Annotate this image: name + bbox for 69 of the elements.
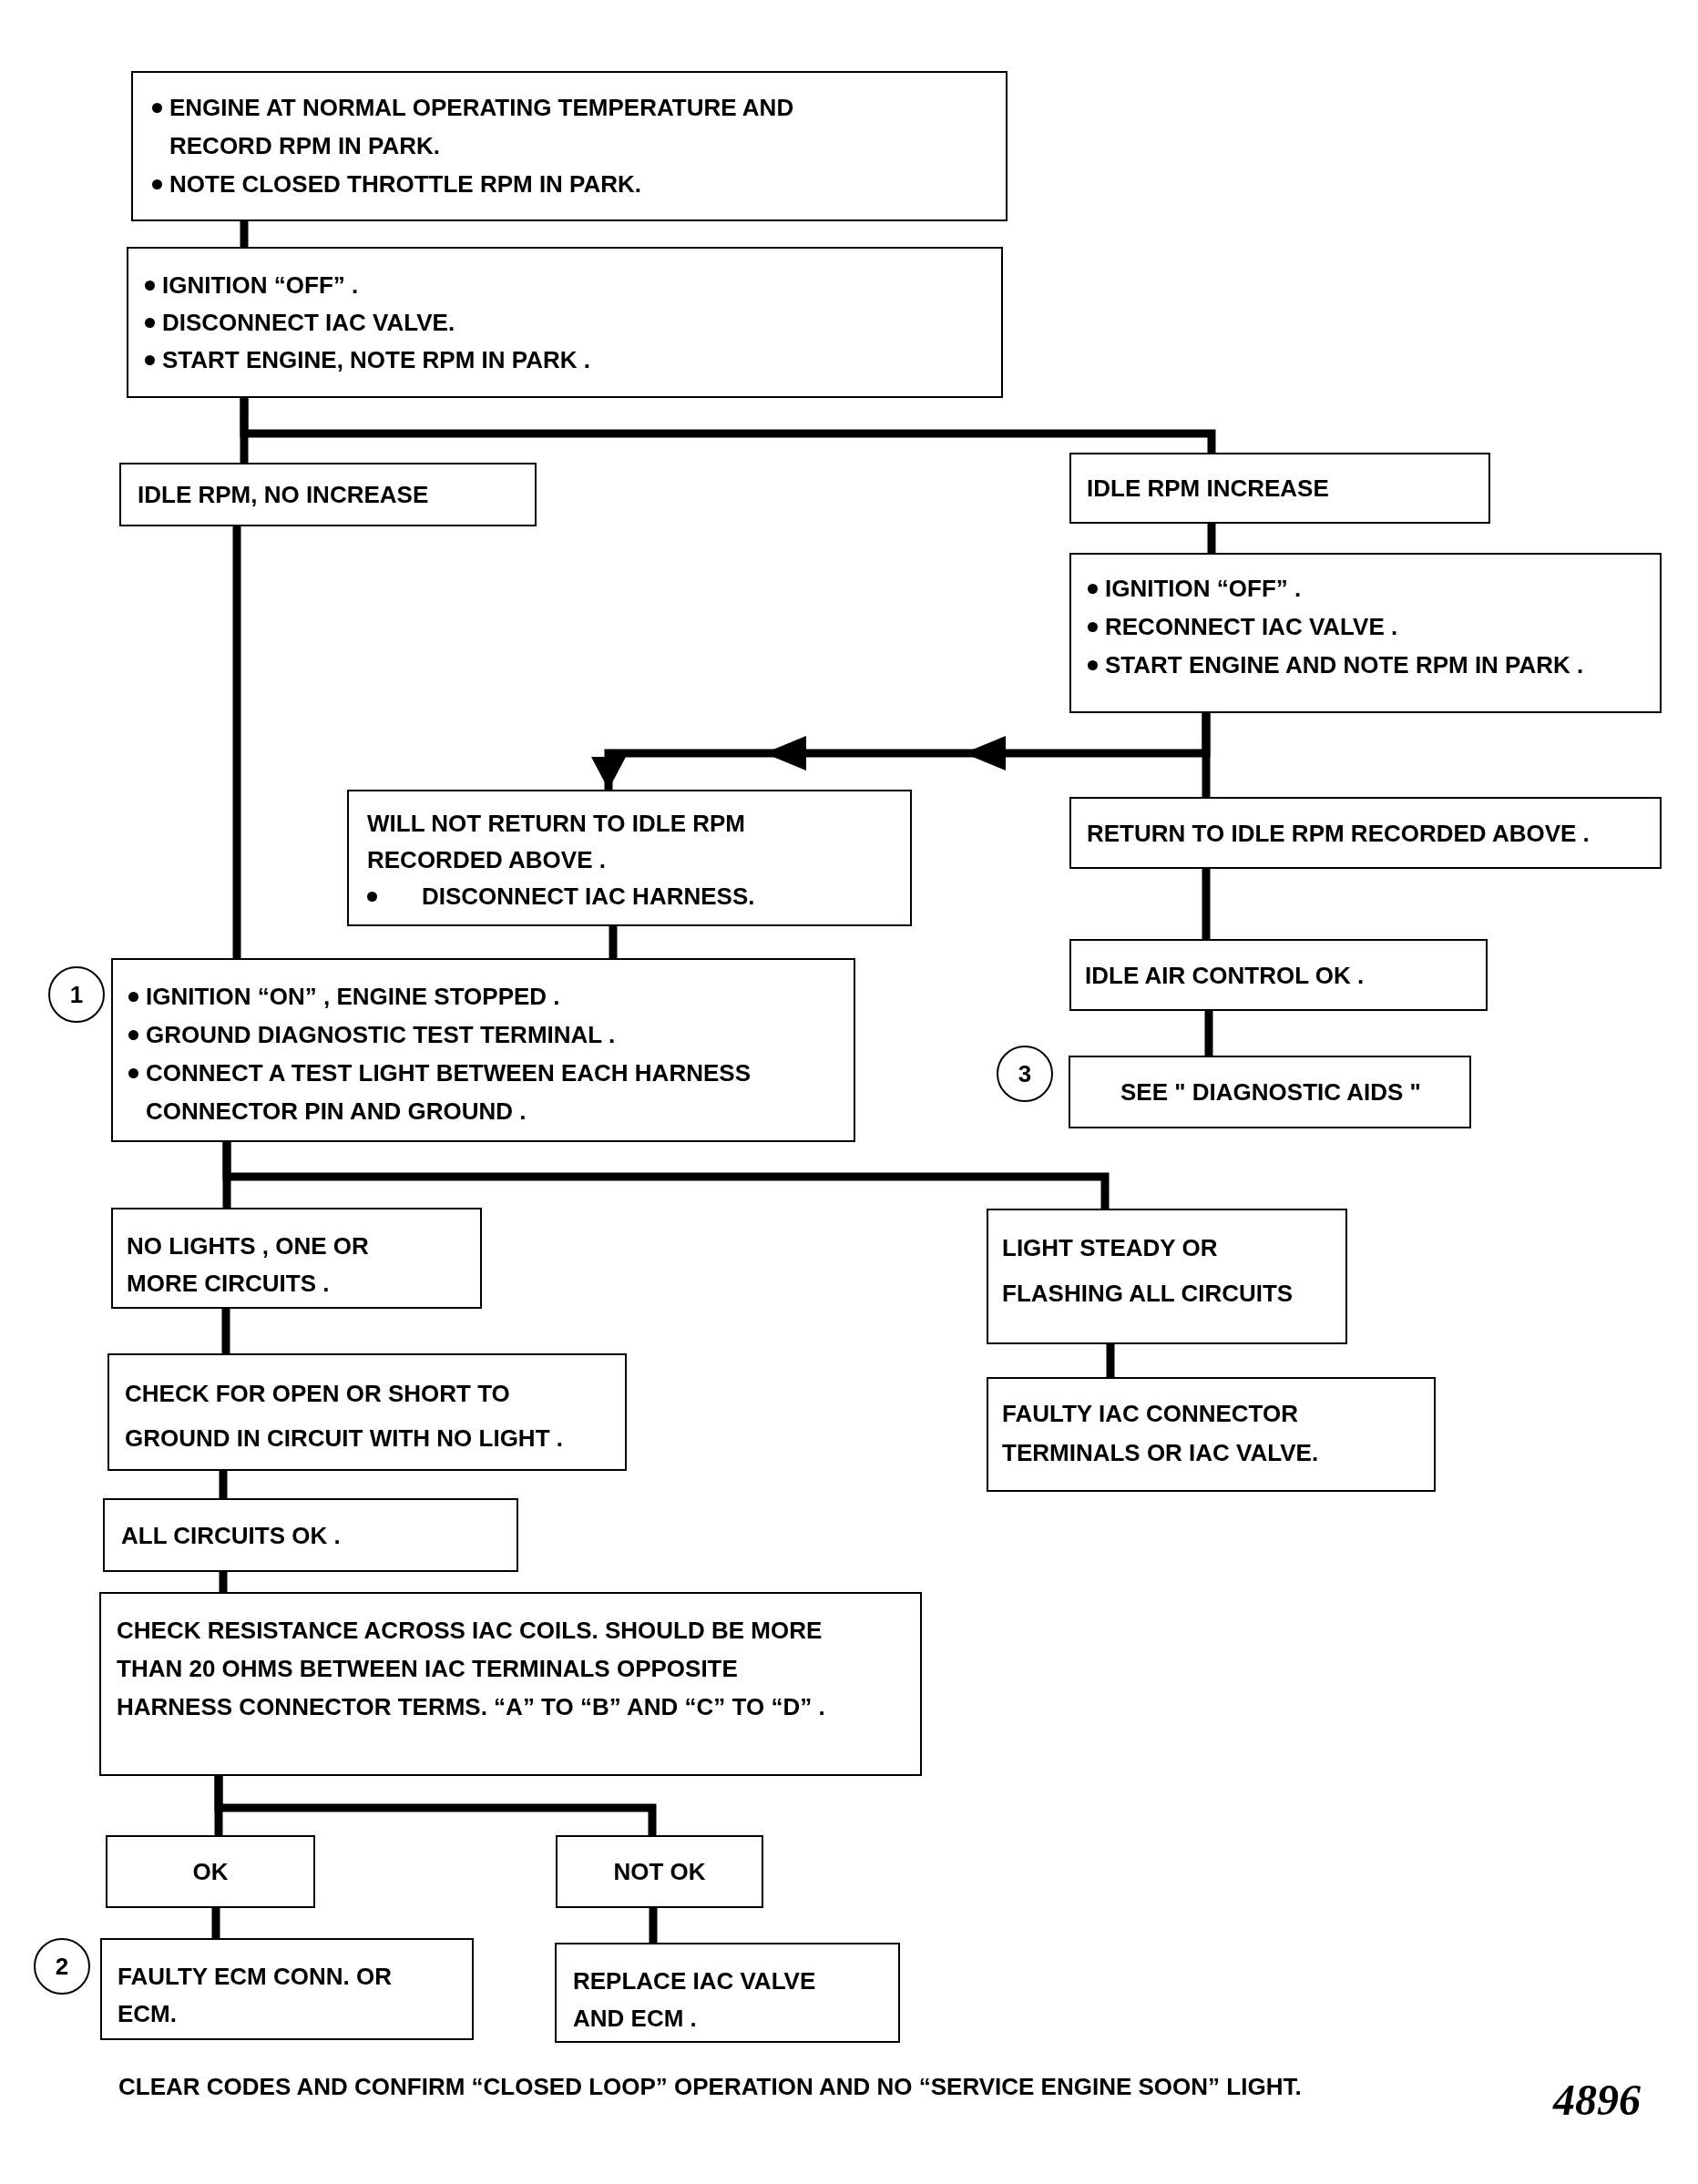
callout-number: 1 bbox=[48, 966, 105, 1023]
step-text: NO LIGHTS , ONE OR MORE CIRCUITS . bbox=[127, 1231, 370, 1299]
step-text: NOT OK bbox=[613, 1857, 706, 1886]
step-text: ENGINE AT NORMAL OPERATING TEMPERATURE AND RECORD RPM IN PARK. bbox=[169, 93, 795, 161]
connector-line bbox=[222, 1142, 1110, 1209]
process-box bbox=[1069, 939, 1488, 1011]
step-text: START ENGINE AND NOTE RPM IN PARK . bbox=[1105, 650, 1584, 680]
step-text: IDLE RPM, NO INCREASE bbox=[138, 480, 429, 509]
connector-line bbox=[1202, 713, 1211, 797]
step-text: CONNECT A TEST LIGHT BETWEEN EACH HARNESS CONNECTOR PIN AND GROUND . bbox=[146, 1058, 752, 1127]
process-box bbox=[1069, 553, 1662, 713]
step-text: ALL CIRCUITS OK . bbox=[121, 1520, 341, 1550]
process-box bbox=[106, 1835, 315, 1908]
connector-line bbox=[649, 1908, 658, 1943]
process-box bbox=[131, 71, 1008, 221]
step-text: FAULTY ECM CONN. OR ECM. bbox=[118, 1962, 393, 2029]
process-box bbox=[100, 1938, 474, 2040]
step-text: RETURN TO IDLE RPM RECORDED ABOVE . bbox=[1087, 818, 1590, 848]
process-box bbox=[1069, 453, 1490, 524]
connector-line bbox=[240, 398, 1216, 453]
step-text: SEE " DIAGNOSTIC AIDS " bbox=[1120, 1077, 1421, 1107]
process-box bbox=[99, 1592, 922, 1776]
step-text: START ENGINE, NOTE RPM IN PARK . bbox=[162, 345, 590, 375]
step-text: DISCONNECT IAC HARNESS. bbox=[422, 882, 755, 912]
step-text: IGNITION “OFF” . bbox=[1105, 574, 1302, 604]
process-box bbox=[555, 1943, 900, 2043]
footer-note: CLEAR CODES AND CONFIRM “CLOSED LOOP” OPERATION AND NO “SERVICE ENGINE SOON” LIGHT. bbox=[118, 2073, 1302, 2100]
process-box bbox=[556, 1835, 763, 1908]
connector-line bbox=[1202, 869, 1211, 939]
callout-number: 2 bbox=[34, 1938, 90, 1995]
connector-line bbox=[219, 1572, 228, 1592]
callout-number: 3 bbox=[997, 1046, 1053, 1102]
step-text: IGNITION “OFF” . bbox=[162, 270, 359, 301]
step-text: IGNITION “ON” , ENGINE STOPPED . bbox=[146, 982, 560, 1012]
step-text: REPLACE IAC VALVE AND ECM . bbox=[573, 1966, 817, 2034]
step-text: DISCONNECT IAC VALVE. bbox=[162, 308, 455, 338]
step-text: GROUND DIAGNOSTIC TEST TERMINAL . bbox=[146, 1020, 616, 1050]
figure-number: 4896 bbox=[1553, 2077, 1641, 2124]
step-text: CHECK FOR OPEN OR SHORT TO GROUND IN CIRCUIT WITH NO LIGHT . bbox=[125, 1379, 564, 1454]
process-box bbox=[1069, 797, 1662, 869]
process-box bbox=[127, 247, 1003, 398]
process-box bbox=[111, 1208, 482, 1309]
process-box bbox=[987, 1209, 1347, 1344]
step-text: IDLE AIR CONTROL OK . bbox=[1085, 960, 1365, 990]
step-text: CHECK RESISTANCE ACROSS IAC COILS. SHOULD BE MORE THAN 20 OHMS BETWEEN IAC TERMINALS OPPOSITE HARNESS CONNECTOR TERMS. “A” TO “B” AND “C” TO “D” . bbox=[117, 1616, 826, 1722]
process-box bbox=[119, 463, 537, 526]
connector-line bbox=[221, 1309, 230, 1353]
process-box bbox=[103, 1498, 518, 1572]
connector-line bbox=[609, 926, 618, 958]
connector-line bbox=[214, 1776, 657, 1835]
step-text: LIGHT STEADY OR FLASHING ALL CIRCUITS bbox=[1002, 1233, 1294, 1309]
connector-line bbox=[1207, 524, 1216, 553]
step-text: FAULTY IAC CONNECTOR TERMINALS OR IAC VALVE. bbox=[1002, 1399, 1320, 1468]
connector-line bbox=[1204, 1011, 1213, 1056]
connector-line bbox=[232, 526, 241, 958]
connector-line bbox=[1106, 1344, 1115, 1377]
connector-line bbox=[240, 221, 249, 247]
step-text: IDLE RPM INCREASE bbox=[1087, 474, 1329, 503]
process-box bbox=[347, 790, 912, 926]
step-text: OK bbox=[192, 1857, 229, 1886]
step-text: NOTE CLOSED THROTTLE RPM IN PARK. bbox=[169, 169, 642, 199]
connector-line bbox=[211, 1908, 220, 1938]
process-box bbox=[987, 1377, 1436, 1492]
connector-line bbox=[219, 1471, 228, 1498]
process-box bbox=[111, 958, 855, 1142]
process-box bbox=[107, 1353, 627, 1471]
step-text: WILL NOT RETURN TO IDLE RPM RECORDED ABOVE . bbox=[367, 809, 747, 875]
step-text: RECONNECT IAC VALVE . bbox=[1105, 612, 1398, 642]
process-box bbox=[1069, 1056, 1471, 1128]
